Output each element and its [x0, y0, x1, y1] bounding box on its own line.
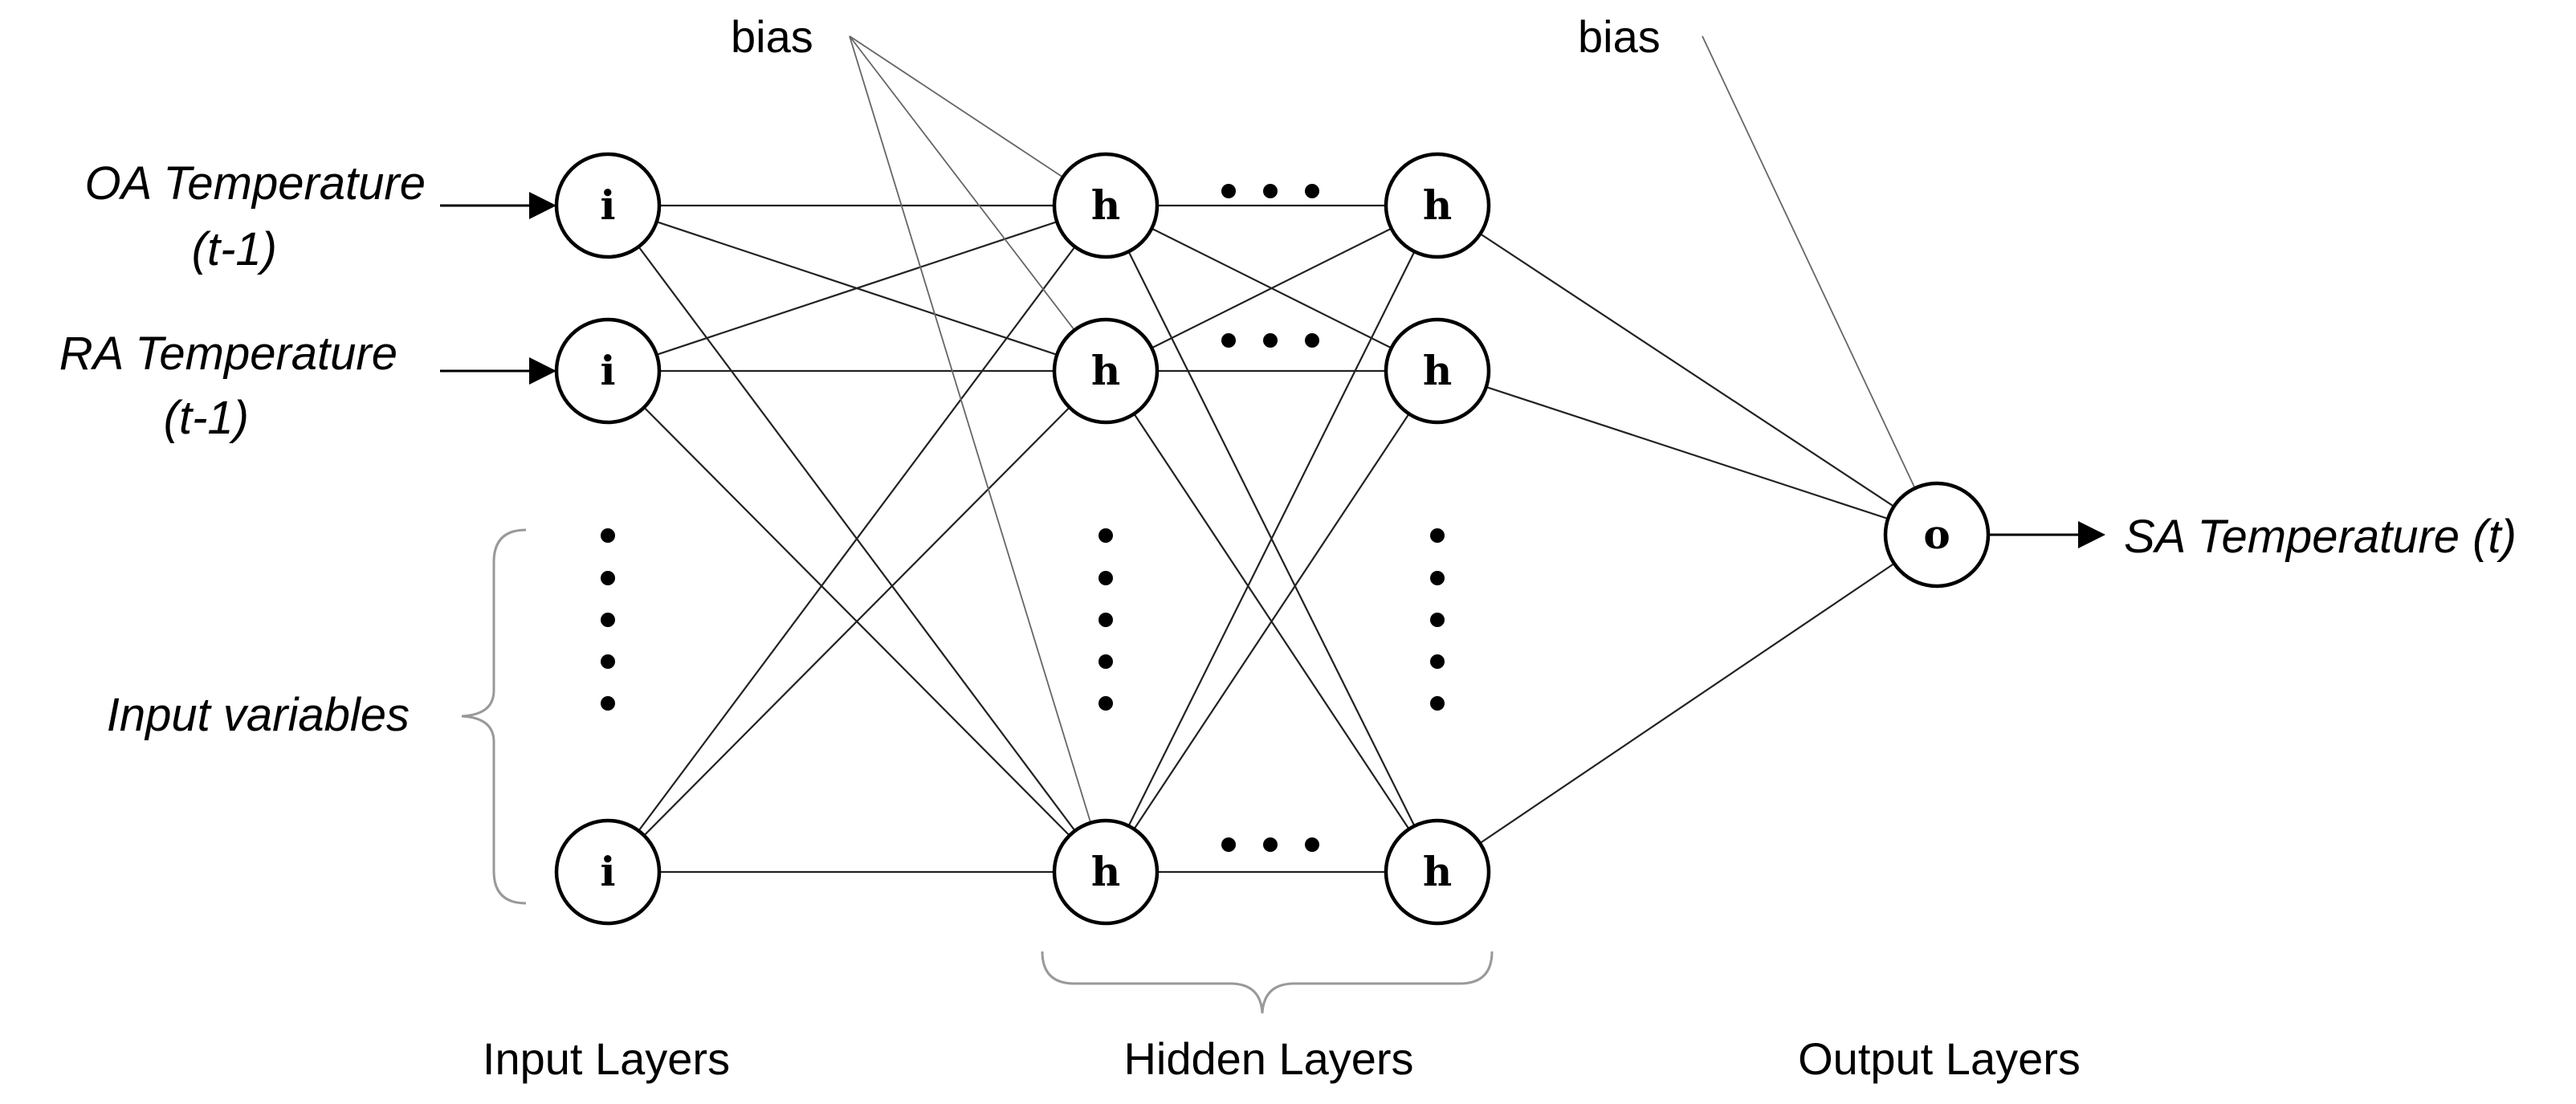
input-variables-label: Input variables [107, 689, 410, 741]
output-label: SA Temperature (t) [2124, 511, 2517, 563]
vdots-input-2 [601, 613, 615, 627]
vdots-hidden1-1 [1098, 571, 1113, 585]
edge-h2-2-to-output [1437, 534, 1938, 873]
vdots-hidden2-4 [1430, 696, 1445, 711]
bias-label-output: bias [1578, 11, 1661, 62]
hidden1-node-2-letter: h [1091, 848, 1120, 895]
input-arrow-ra-head [529, 357, 556, 385]
bias-edge-h1-1 [849, 35, 1107, 372]
bias-edge-h1-2 [849, 35, 1107, 873]
vdots-hidden1-3 [1098, 654, 1113, 669]
hidden-layers-brace [1041, 951, 1494, 1014]
hdots-row2-0 [1221, 837, 1236, 852]
input-label-ra-line1: RA Temperature [59, 328, 397, 380]
hidden2-node-1 [1384, 317, 1491, 425]
hdots-row0-0 [1221, 184, 1236, 198]
bias-edge-output [1702, 35, 1938, 536]
edge-input-2-to-h1-1 [607, 370, 1107, 873]
hdots-row0-2 [1305, 184, 1319, 198]
vdots-hidden1-2 [1098, 613, 1113, 627]
output-node-letter: o [1923, 511, 1950, 558]
edge-input-1-to-h1-0 [607, 204, 1107, 373]
edge-h1-2-to-h2-0 [1105, 205, 1438, 873]
edge-input-2-to-h1-0 [607, 205, 1107, 873]
hidden1-node-0-letter: h [1091, 181, 1120, 229]
bias-label-hidden: bias [731, 11, 813, 62]
input-arrow-oa-head [529, 192, 556, 219]
hdots-row2-2 [1305, 837, 1319, 852]
edge-h2-1-to-output [1437, 369, 1938, 536]
vdots-input-4 [601, 696, 615, 711]
edge-h2-0-to-output [1437, 205, 1938, 536]
hidden-layers-label: Hidden Layers [1123, 1033, 1413, 1084]
input-layers-label: Input Layers [483, 1033, 730, 1084]
connection-lines [607, 35, 1938, 874]
hdots-row1-2 [1305, 333, 1319, 348]
output-node [1883, 481, 1991, 589]
vdots-hidden2-3 [1430, 654, 1445, 669]
hidden2-node-0-letter: h [1423, 181, 1452, 229]
input-node-0 [554, 152, 662, 259]
input-node-2 [554, 818, 662, 926]
input-node-0-letter: i [601, 181, 616, 229]
vdots-hidden1-4 [1098, 696, 1113, 711]
hidden1-node-0 [1052, 152, 1160, 259]
input-node-1-letter: i [601, 347, 616, 394]
vdots-hidden1-0 [1098, 528, 1113, 543]
hdots-row2-1 [1263, 837, 1278, 852]
vdots-hidden2-2 [1430, 613, 1445, 627]
edge-h1-2-to-h2-1 [1105, 370, 1438, 873]
hdots-row1-0 [1221, 333, 1236, 348]
input-variables-brace [461, 528, 527, 905]
input-node-2-letter: i [601, 848, 616, 895]
output-layers-label: Output Layers [1798, 1033, 2081, 1084]
input-label-oa-line2: (t-1) [192, 223, 277, 275]
hidden2-node-0 [1384, 152, 1491, 259]
vdots-input-1 [601, 571, 615, 585]
hidden1-node-2 [1052, 818, 1160, 926]
edge-h1-1-to-h2-0 [1105, 205, 1438, 372]
hidden1-node-1 [1052, 317, 1160, 425]
io-arrows [440, 192, 2105, 548]
hidden2-node-1-letter: h [1423, 347, 1452, 394]
input-label-oa-line1: OA Temperature [85, 157, 426, 210]
ellipsis-dots [601, 184, 1445, 852]
hidden2-node-2 [1384, 818, 1491, 926]
network-nodes: i i i h h h h h h o [554, 152, 1991, 926]
hdots-row1-1 [1263, 333, 1278, 348]
hidden2-node-2-letter: h [1423, 848, 1452, 895]
input-node-1 [554, 317, 662, 425]
vdots-input-0 [601, 528, 615, 543]
vdots-hidden2-1 [1430, 571, 1445, 585]
hidden1-node-1-letter: h [1091, 347, 1120, 394]
vdots-hidden2-0 [1430, 528, 1445, 543]
output-arrow-head [2078, 521, 2105, 548]
input-label-ra-line2: (t-1) [164, 392, 249, 444]
hdots-row0-1 [1263, 184, 1278, 198]
vdots-input-3 [601, 654, 615, 669]
